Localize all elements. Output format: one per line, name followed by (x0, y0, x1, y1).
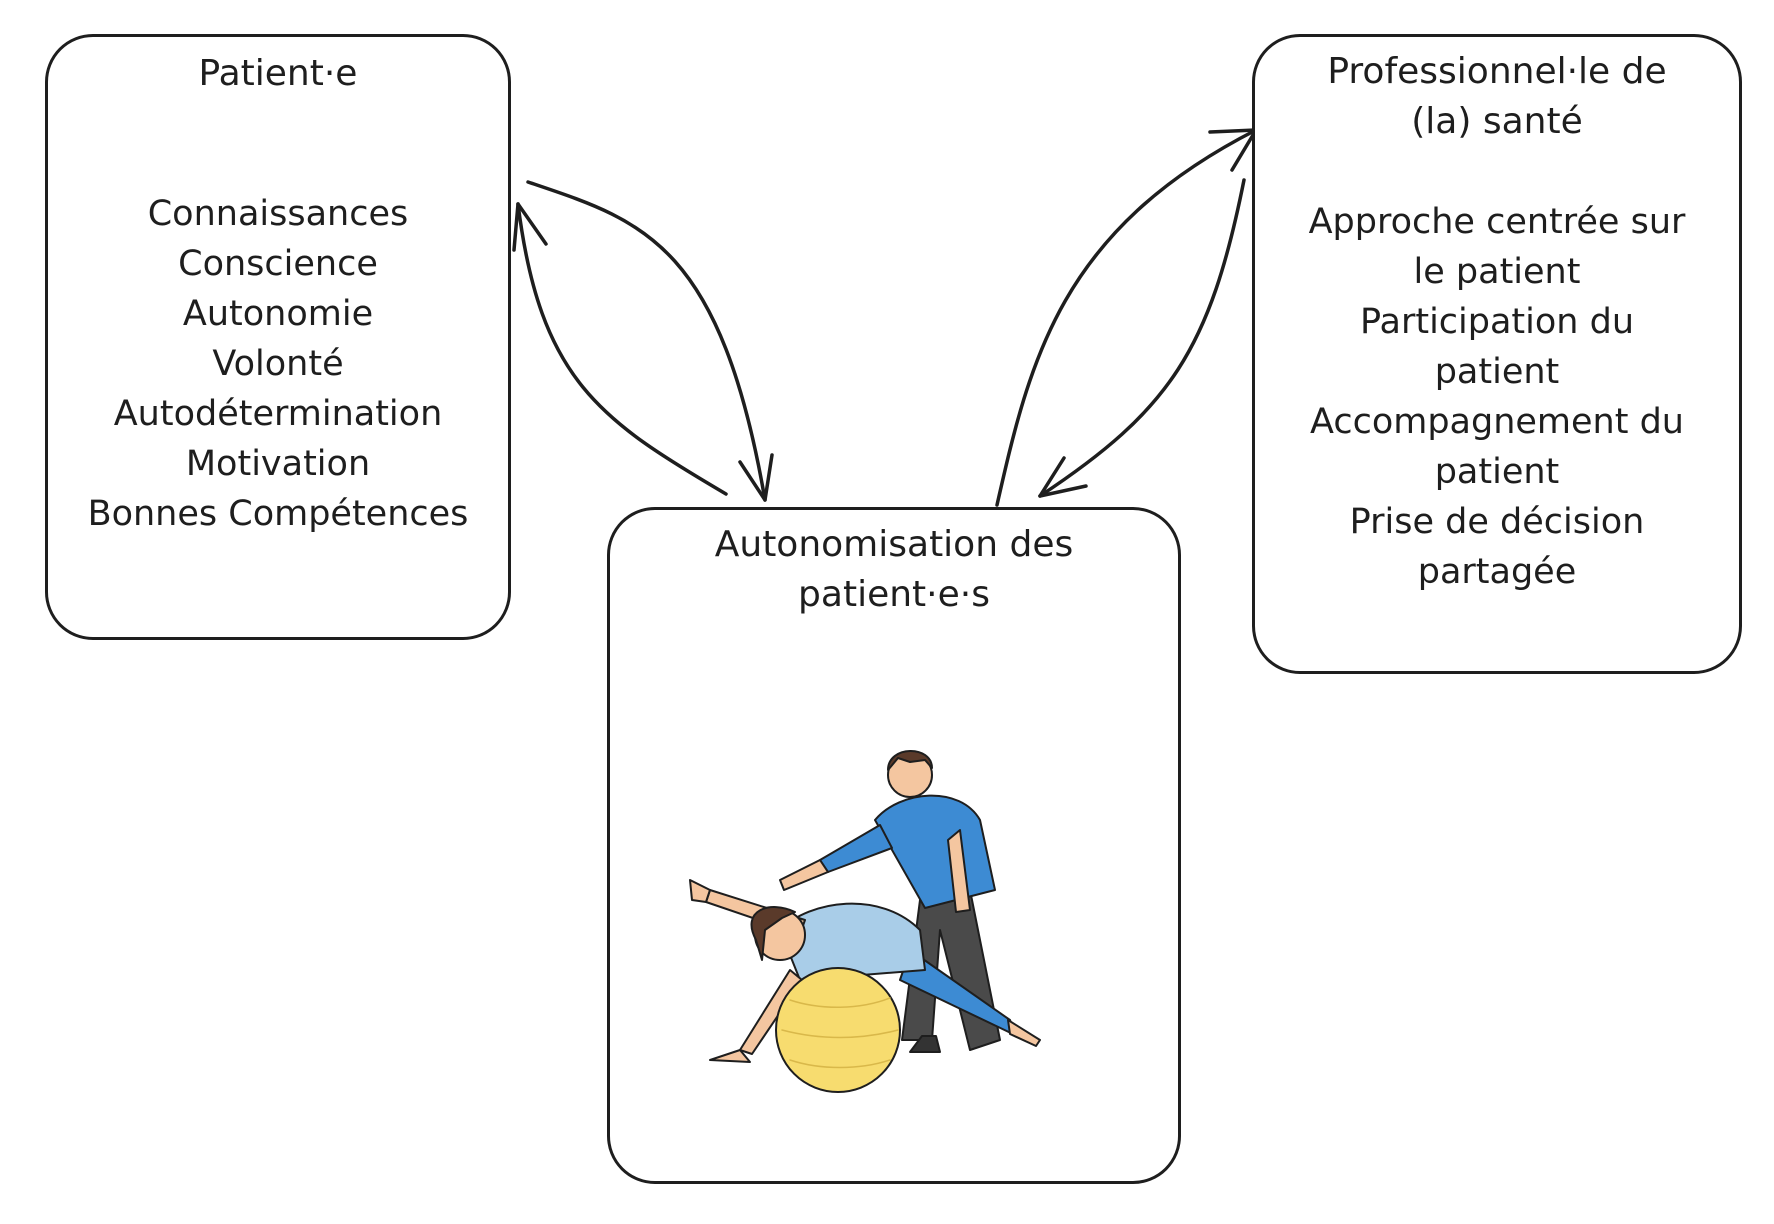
patient-box: Patient·e Connaissances Conscience Auton… (45, 34, 511, 640)
professional-item: Approche centrée sur le patient (1308, 202, 1686, 292)
professional-item: Participation du patient (1359, 302, 1635, 392)
patient-item: Autonomie (182, 294, 374, 334)
arrowhead (1038, 456, 1088, 498)
patient-item: Bonnes Compétences (87, 494, 469, 534)
patient-item: Connaissances (147, 194, 409, 234)
arrowhead (738, 453, 774, 502)
patient-item: Volonté (212, 344, 344, 384)
patient-item: Motivation (185, 444, 371, 484)
arrow-icon (1038, 178, 1246, 498)
patient-item: Conscience (178, 244, 378, 284)
patient-item: Autodétermination (113, 394, 443, 434)
professional-item: Prise de décision partagée (1349, 502, 1645, 592)
physiotherapy-illustration (689, 750, 1041, 1093)
patient-title: Patient·e (198, 53, 358, 94)
professional-title: Professionnel·le de (la) santé (1327, 51, 1667, 142)
arrow-icon (516, 202, 728, 496)
empowerment-title: Autonomisation des patient·e·s (714, 524, 1074, 615)
professional-item: Accompagnement du patient (1310, 402, 1684, 492)
arrow-icon (995, 128, 1258, 507)
patient-list: Connaissances Conscience Autonomie Volon… (48, 189, 508, 539)
arrowhead (512, 202, 548, 252)
empowerment-box: Autonomisation des patient·e·s (607, 507, 1181, 1184)
arrow-icon (526, 180, 767, 502)
professional-list: Approche centrée sur le patient Particip… (1255, 197, 1739, 597)
professional-box: Professionnel·le de (la) santé Approche … (1252, 34, 1742, 674)
